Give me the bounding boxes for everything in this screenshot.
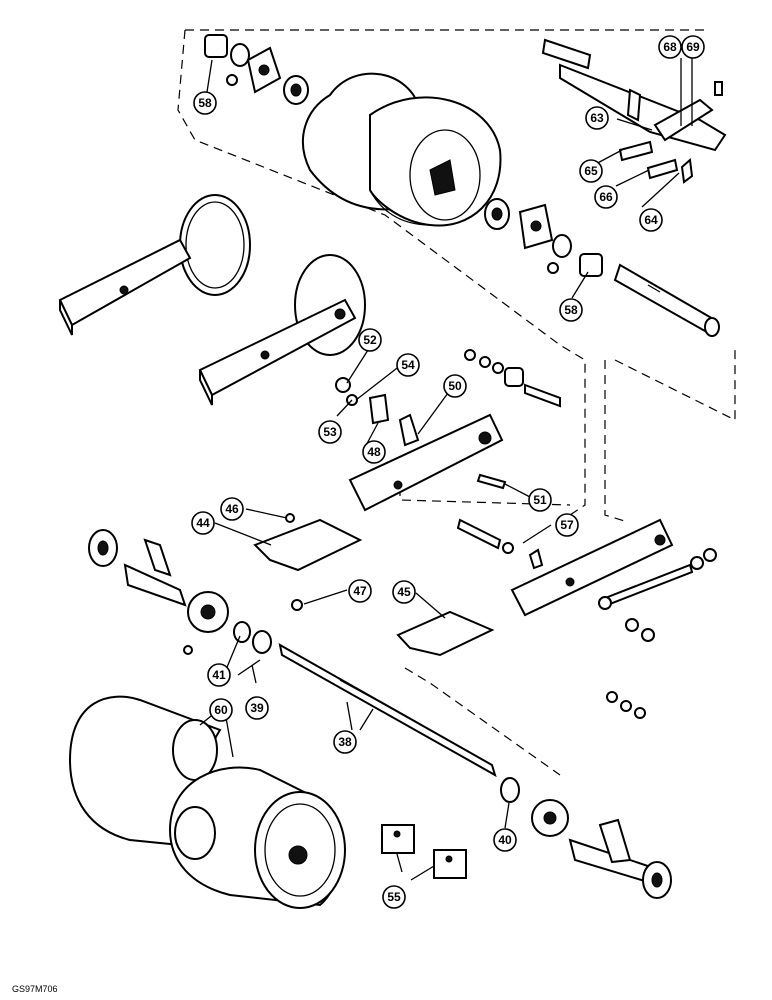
callout-circle <box>555 513 579 537</box>
callout-circle <box>585 106 609 130</box>
callout-circle <box>362 440 386 464</box>
leader-lines <box>199 58 693 881</box>
callout-label: 57 <box>560 518 574 532</box>
callout-circle <box>348 579 372 603</box>
callout-circle <box>639 208 663 232</box>
callout-circle <box>392 580 416 604</box>
callout-label: 60 <box>214 703 228 717</box>
shields <box>253 513 495 657</box>
callout-label: 53 <box>323 425 337 439</box>
callout-label: 64 <box>644 213 658 227</box>
callout-label: 58 <box>198 96 212 110</box>
callout-circle <box>594 185 618 209</box>
wear-plates <box>381 824 467 879</box>
callout-circle <box>191 511 215 535</box>
callout-label: 68 <box>663 40 677 54</box>
callout-38: 38 <box>333 730 357 754</box>
callout-52: 52 <box>358 328 382 352</box>
callout-label: 44 <box>196 516 210 530</box>
tensioner-hardware <box>335 349 561 512</box>
callout-label: 39 <box>250 701 264 715</box>
callout-64: 64 <box>639 208 663 232</box>
drive-shaft <box>278 643 497 778</box>
callout-66: 66 <box>594 185 618 209</box>
callout-circle <box>493 828 517 852</box>
callout-label: 38 <box>338 735 352 749</box>
callout-label: 47 <box>353 584 367 598</box>
callout-label: 52 <box>363 333 377 347</box>
callout-circle <box>318 420 342 444</box>
callout-circle <box>528 488 552 512</box>
figure-id: GS97M706 <box>12 984 58 994</box>
callout-53: 53 <box>318 420 342 444</box>
callout-circle <box>579 159 603 183</box>
callout-circle <box>207 663 231 687</box>
callout-label: 65 <box>584 164 598 178</box>
callout-60: 60 <box>209 698 233 722</box>
callout-48: 48 <box>362 440 386 464</box>
callout-58: 58 <box>193 91 217 115</box>
callout-47: 47 <box>348 579 372 603</box>
callout-label: 46 <box>225 502 239 516</box>
callout-44: 44 <box>191 511 215 535</box>
callout-circle <box>658 35 682 59</box>
callout-57: 57 <box>555 513 579 537</box>
lower-rollers <box>68 695 346 909</box>
right-lower-arm <box>456 518 717 719</box>
callout-65: 65 <box>579 159 603 183</box>
callout-label: 63 <box>590 111 604 125</box>
callout-label: 66 <box>599 190 613 204</box>
callout-circle <box>333 730 357 754</box>
bearing-arms <box>58 194 366 406</box>
callout-label: 40 <box>498 833 512 847</box>
callout-69: 69 <box>681 35 705 59</box>
callout-circle <box>220 497 244 521</box>
callout-circle <box>193 91 217 115</box>
callout-63: 63 <box>585 106 609 130</box>
callout-55: 55 <box>382 885 406 909</box>
callout-54: 54 <box>396 353 420 377</box>
callout-label: 45 <box>397 585 411 599</box>
callout-50: 50 <box>443 374 467 398</box>
callout-label: 54 <box>401 358 415 372</box>
callout-label: 58 <box>564 303 578 317</box>
callout-label: 69 <box>686 40 700 54</box>
callout-circle <box>358 328 382 352</box>
upper-roller-assembly <box>204 34 720 337</box>
callout-circle <box>396 353 420 377</box>
callout-45: 45 <box>392 580 416 604</box>
callout-circle <box>681 35 705 59</box>
callout-circle <box>382 885 406 909</box>
drive-chain-assembly <box>541 38 727 184</box>
callout-label: 51 <box>533 493 547 507</box>
callout-label: 50 <box>448 379 462 393</box>
callout-label: 48 <box>367 445 381 459</box>
callout-51: 51 <box>528 488 552 512</box>
callout-label: 41 <box>212 668 226 682</box>
callout-label: 55 <box>387 890 401 904</box>
callout-46: 46 <box>220 497 244 521</box>
callout-circle <box>245 696 269 720</box>
callout-39: 39 <box>245 696 269 720</box>
callout-circle <box>559 298 583 322</box>
callout-68: 68 <box>658 35 682 59</box>
callout-circle <box>209 698 233 722</box>
lower-right-drive <box>500 777 672 899</box>
lower-drive-assembly <box>88 529 272 676</box>
callout-58: 58 <box>559 298 583 322</box>
callout-circle <box>443 374 467 398</box>
callout-41: 41 <box>207 663 231 687</box>
callout-40: 40 <box>493 828 517 852</box>
